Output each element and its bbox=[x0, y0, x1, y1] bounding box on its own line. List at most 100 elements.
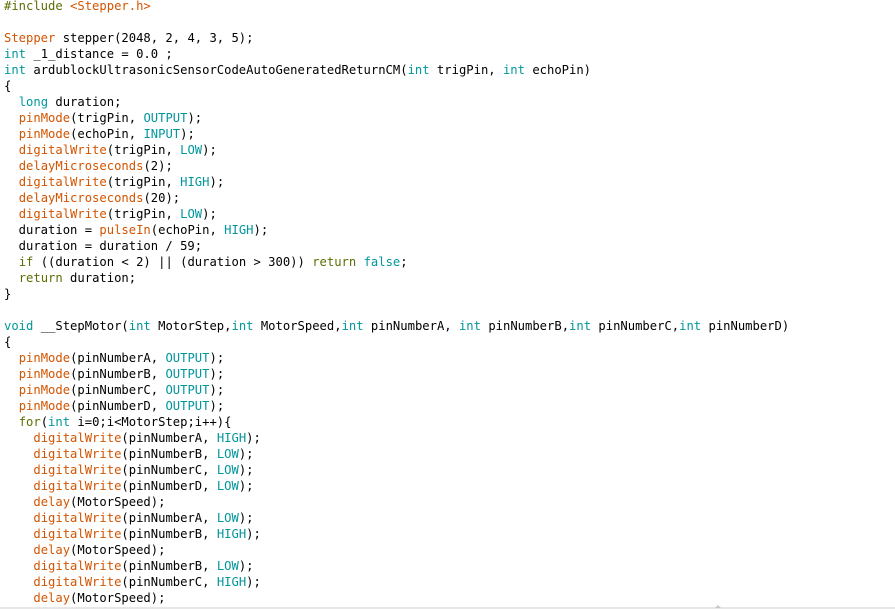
code-line[interactable]: duration = pulseIn(echoPin, HIGH); bbox=[4, 222, 789, 238]
code-token-plain: ( bbox=[40, 415, 49, 429]
code-token-const: HIGH bbox=[180, 175, 210, 189]
code-token-plain: (MotorSpeed); bbox=[70, 495, 166, 509]
code-token-const: OUTPUT bbox=[165, 399, 210, 413]
code-line[interactable]: digitalWrite(pinNumberA, LOW); bbox=[4, 510, 789, 526]
code-token-plain: _1_distance = 0.0 ; bbox=[26, 47, 173, 61]
code-line[interactable]: int _1_distance = 0.0 ; bbox=[4, 46, 789, 62]
code-token-plain: duration; bbox=[62, 271, 137, 285]
code-line[interactable]: digitalWrite(pinNumberD, LOW); bbox=[4, 478, 789, 494]
code-token-plain: (echoPin, bbox=[150, 223, 225, 237]
code-token-type: int bbox=[4, 47, 27, 61]
code-line[interactable]: digitalWrite(pinNumberB, HIGH); bbox=[4, 526, 789, 542]
code-token-type: int bbox=[458, 319, 481, 333]
code-token-plain: duration = duration / 59; bbox=[4, 239, 203, 253]
code-token-type: int bbox=[341, 319, 364, 333]
code-line[interactable]: pinMode(pinNumberC, OUTPUT); bbox=[4, 382, 789, 398]
code-line[interactable]: digitalWrite(pinNumberB, LOW); bbox=[4, 446, 789, 462]
code-token-plain: pinNumberD) bbox=[701, 319, 790, 333]
code-token-func: delay bbox=[33, 543, 71, 557]
code-token-plain: (pinNumberB, bbox=[121, 559, 217, 573]
code-token-const: false bbox=[363, 255, 401, 269]
code-token-plain bbox=[4, 527, 33, 541]
code-token-plain: i=0;i<MotorStep;i++){ bbox=[70, 415, 232, 429]
code-line[interactable]: digitalWrite(pinNumberC, LOW); bbox=[4, 462, 789, 478]
code-token-plain: ((duration < 2) || (duration > 300)) bbox=[33, 255, 313, 269]
code-token-plain: (2); bbox=[143, 159, 173, 173]
code-line[interactable]: digitalWrite(pinNumberC, HIGH); bbox=[4, 574, 789, 590]
code-token-type: long bbox=[18, 95, 49, 109]
code-token-const: LOW bbox=[180, 207, 203, 221]
code-token-func: digitalWrite bbox=[33, 575, 122, 589]
code-token-plain: (pinNumberC, bbox=[121, 575, 217, 589]
code-line[interactable]: { bbox=[4, 334, 789, 350]
code-token-plain: (pinNumberC, bbox=[70, 383, 166, 397]
code-token-plain: (pinNumberB, bbox=[121, 447, 217, 461]
code-token-func: digitalWrite bbox=[33, 463, 122, 477]
code-line[interactable]: digitalWrite(trigPin, LOW); bbox=[4, 142, 789, 158]
code-token-plain bbox=[4, 143, 19, 157]
code-line[interactable]: #include <Stepper.h> bbox=[4, 0, 789, 14]
code-token-plain: (trigPin, bbox=[106, 207, 181, 221]
code-line[interactable]: { bbox=[4, 78, 789, 94]
code-token-func: digitalWrite bbox=[33, 479, 122, 493]
code-line[interactable]: void __StepMotor(int MotorStep,int Motor… bbox=[4, 318, 789, 334]
code-line[interactable]: digitalWrite(pinNumberA, HIGH); bbox=[4, 430, 789, 446]
code-token-func: digitalWrite bbox=[18, 143, 107, 157]
code-line[interactable]: } bbox=[4, 286, 789, 302]
scroll-up-arrow-icon[interactable] bbox=[715, 605, 721, 608]
code-line[interactable]: ​ bbox=[4, 14, 789, 30]
code-token-plain bbox=[4, 575, 33, 589]
code-line[interactable]: digitalWrite(trigPin, LOW); bbox=[4, 206, 789, 222]
code-line[interactable]: delayMicroseconds(2); bbox=[4, 158, 789, 174]
code-line[interactable]: long duration; bbox=[4, 94, 789, 110]
code-token-plain: MotorSpeed, bbox=[253, 319, 342, 333]
code-line[interactable]: return duration; bbox=[4, 270, 789, 286]
code-token-plain: ); bbox=[209, 383, 225, 397]
code-text-area[interactable]: #include <Stepper.h>​Stepper stepper(204… bbox=[4, 0, 789, 606]
code-token-plain: ); bbox=[209, 399, 225, 413]
code-token-plain: (pinNumberA, bbox=[121, 431, 217, 445]
code-token-func: digitalWrite bbox=[33, 511, 122, 525]
code-line[interactable]: pinMode(pinNumberA, OUTPUT); bbox=[4, 350, 789, 366]
code-token-func: digitalWrite bbox=[33, 527, 122, 541]
code-token-plain: stepper(2048, 2, 4, 3, 5); bbox=[55, 31, 254, 45]
code-line[interactable]: pinMode(trigPin, OUTPUT); bbox=[4, 110, 789, 126]
code-line[interactable]: pinMode(pinNumberB, OUTPUT); bbox=[4, 366, 789, 382]
code-token-func: digitalWrite bbox=[18, 175, 107, 189]
code-line[interactable]: ​ bbox=[4, 302, 789, 318]
code-line[interactable]: delay(MotorSpeed); bbox=[4, 494, 789, 510]
code-line[interactable]: digitalWrite(trigPin, HIGH); bbox=[4, 174, 789, 190]
code-token-plain: ); bbox=[238, 463, 254, 477]
code-token-keyword: return bbox=[312, 255, 357, 269]
code-line[interactable]: digitalWrite(pinNumberB, LOW); bbox=[4, 558, 789, 574]
code-line[interactable]: for(int i=0;i<MotorStep;i++){ bbox=[4, 414, 789, 430]
code-token-const: OUTPUT bbox=[165, 367, 210, 381]
code-token-plain: ); bbox=[209, 351, 225, 365]
code-token-plain: (pinNumberA, bbox=[121, 511, 217, 525]
code-token-plain bbox=[4, 479, 33, 493]
code-token-func: pinMode bbox=[18, 383, 71, 397]
code-token-const: LOW bbox=[216, 479, 239, 493]
code-token-plain: ); bbox=[238, 479, 254, 493]
code-token-class: Stepper bbox=[4, 31, 56, 45]
code-token-plain: pinNumberC, bbox=[591, 319, 680, 333]
code-token-const: OUTPUT bbox=[143, 111, 188, 125]
code-line[interactable]: pinMode(echoPin, INPUT); bbox=[4, 126, 789, 142]
code-token-plain bbox=[4, 255, 19, 269]
code-line[interactable]: if ((duration < 2) || (duration > 300)) … bbox=[4, 254, 789, 270]
code-line[interactable]: delay(MotorSpeed); bbox=[4, 590, 789, 606]
code-line[interactable]: delayMicroseconds(20); bbox=[4, 190, 789, 206]
code-line[interactable]: Stepper stepper(2048, 2, 4, 3, 5); bbox=[4, 30, 789, 46]
code-line[interactable]: duration = duration / 59; bbox=[4, 238, 789, 254]
code-token-plain: pinNumberA, bbox=[363, 319, 459, 333]
code-token-include: #include bbox=[4, 0, 71, 13]
code-line[interactable]: delay(MotorSpeed); bbox=[4, 542, 789, 558]
code-token-const: HIGH bbox=[216, 527, 247, 541]
code-token-func: delayMicroseconds bbox=[18, 191, 144, 205]
code-token-plain: duration; bbox=[48, 95, 122, 109]
code-token-plain bbox=[4, 207, 19, 221]
code-token-plain: (pinNumberD, bbox=[121, 479, 217, 493]
code-line[interactable]: pinMode(pinNumberD, OUTPUT); bbox=[4, 398, 789, 414]
code-line[interactable]: int ardublockUltrasonicSensorCodeAutoGen… bbox=[4, 62, 789, 78]
